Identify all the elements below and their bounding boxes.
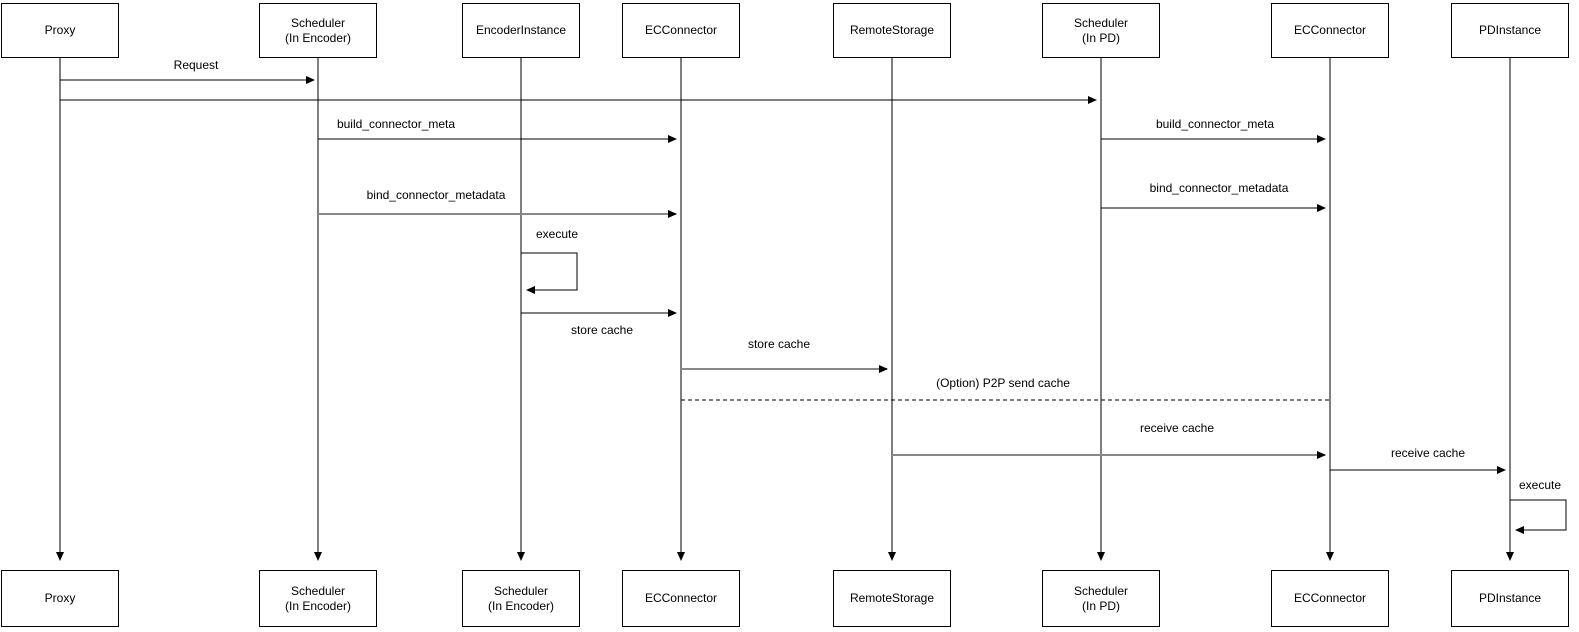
message-label-p2p-send-cache: (Option) P2P send cache — [936, 376, 1070, 390]
actor-bottom-pd-instance: PDInstance — [1451, 570, 1569, 627]
message-label-store-cache-remote: store cache — [747, 337, 811, 351]
message-label-receive-cache-ec: receive cache — [1139, 421, 1215, 435]
actor-top-encoder-instance: EncoderInstance — [462, 3, 580, 58]
message-label-build-connector-meta-pd: build_connector_meta — [1155, 117, 1275, 131]
actor-top-scheduler-in-pd: Scheduler (In PD) — [1042, 3, 1160, 58]
actor-bottom-scheduler-in-encoder: Scheduler (In Encoder) — [259, 570, 377, 627]
message-label-execute-pd: execute — [1518, 478, 1562, 492]
actor-bottom-scheduler-in-pd: Scheduler (In PD) — [1042, 570, 1160, 627]
message-label-receive-cache-pd: receive cache — [1390, 446, 1466, 460]
actor-top-pd-instance: PDInstance — [1451, 3, 1569, 58]
actor-top-scheduler-in-encoder: Scheduler (In Encoder) — [259, 3, 377, 58]
message-label-bind-connector-metadata-pd: bind_connector_metadata — [1149, 181, 1289, 195]
message-label-execute-encoder: execute — [535, 227, 579, 241]
actor-top-proxy: Proxy — [1, 3, 119, 58]
actor-bottom-ec-connector-encoder: ECConnector — [622, 570, 740, 627]
actor-bottom-proxy: Proxy — [1, 570, 119, 627]
message-self-loop-execute-encoder — [521, 252, 578, 294]
message-label-bind-connector-metadata-encoder: bind_connector_metadata — [366, 188, 506, 202]
actor-bottom-scheduler-in-encoder-2: Scheduler (In Encoder) — [462, 570, 580, 627]
message-label-store-cache-encoder: store cache — [570, 323, 634, 337]
actor-top-ec-connector-pd: ECConnector — [1271, 3, 1389, 58]
actor-bottom-ec-connector-pd: ECConnector — [1271, 570, 1389, 627]
message-label-request: Request — [173, 58, 219, 72]
actor-bottom-remote-storage: RemoteStorage — [833, 570, 951, 627]
actor-top-remote-storage: RemoteStorage — [833, 3, 951, 58]
message-self-loop-execute-pd — [1510, 499, 1567, 534]
message-label-build-connector-meta-encoder: build_connector_meta — [336, 117, 456, 131]
actor-top-ec-connector-encoder: ECConnector — [622, 3, 740, 58]
